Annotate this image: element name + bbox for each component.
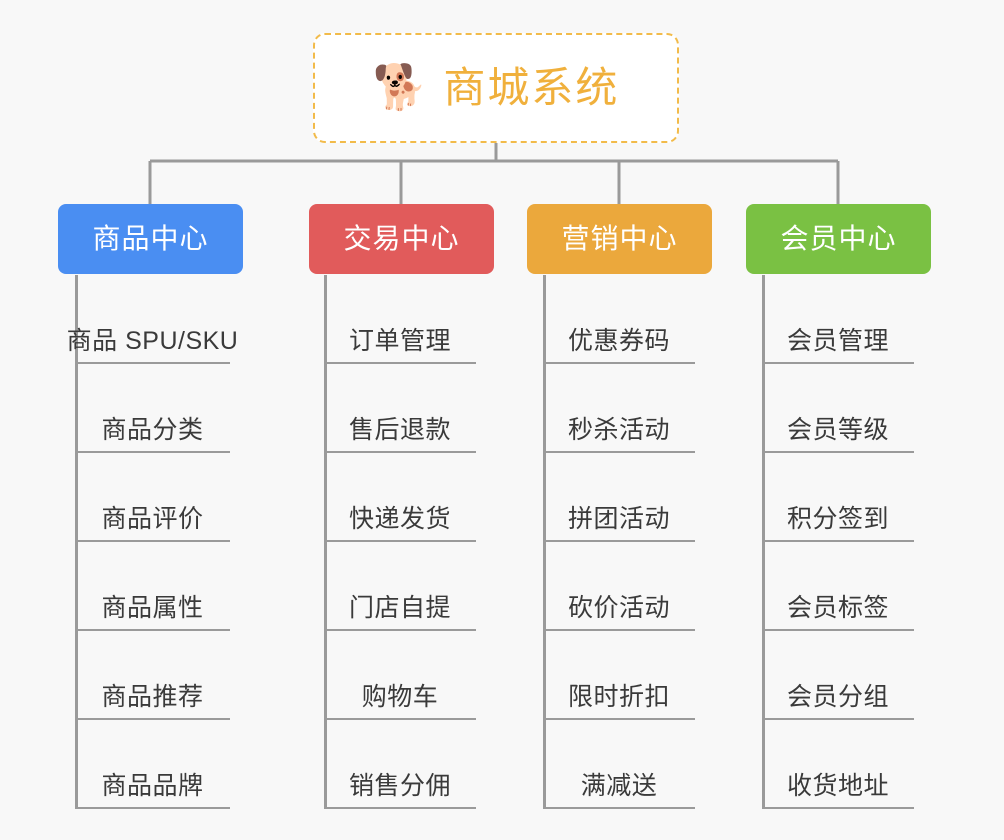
leaf-item-label: 商品推荐 — [101, 683, 204, 711]
leaf-column-4: 会员管理会员等级积分签到会员标签会员分组收货地址 — [762, 275, 914, 809]
leaf-item-label: 商品属性 — [101, 594, 204, 622]
category-box-2[interactable]: 交易中心 — [309, 204, 494, 274]
leaf-column-2: 订单管理售后退款快递发货门店自提购物车销售分佣 — [324, 275, 476, 809]
leaf-item-label: 订单管理 — [348, 327, 451, 355]
leaf-item[interactable]: 订单管理 — [324, 275, 476, 364]
category-label: 营销中心 — [561, 223, 678, 254]
leaf-item[interactable]: 商品分类 — [75, 364, 230, 453]
leaf-item[interactable]: 售后退款 — [324, 364, 476, 453]
leaf-item[interactable]: 积分签到 — [762, 453, 914, 542]
leaf-item-label: 会员分组 — [786, 683, 889, 711]
leaf-item[interactable]: 快递发货 — [324, 453, 476, 542]
leaf-item-label: 砍价活动 — [567, 594, 670, 622]
leaf-item[interactable]: 会员分组 — [762, 631, 914, 720]
leaf-item-label: 优惠券码 — [567, 327, 670, 355]
leaf-item-label: 秒杀活动 — [567, 416, 670, 444]
leaf-item[interactable]: 满减送 — [543, 720, 695, 809]
leaf-item-label: 商品评价 — [101, 505, 204, 533]
leaf-item[interactable]: 会员等级 — [762, 364, 914, 453]
leaf-item-label: 收货地址 — [786, 772, 889, 800]
leaf-item-label: 商品 SPU/SKU — [66, 327, 239, 355]
category-label: 会员中心 — [780, 223, 897, 254]
leaf-item[interactable]: 秒杀活动 — [543, 364, 695, 453]
category-label: 交易中心 — [343, 223, 460, 254]
column-spine — [75, 275, 78, 809]
leaf-item-label: 会员管理 — [786, 327, 889, 355]
leaf-item-label: 积分签到 — [786, 505, 889, 533]
leaf-item-label: 售后退款 — [348, 416, 451, 444]
leaf-item[interactable]: 会员标签 — [762, 542, 914, 631]
leaf-item[interactable]: 商品品牌 — [75, 720, 230, 809]
leaf-item[interactable]: 购物车 — [324, 631, 476, 720]
column-spine — [762, 275, 765, 809]
leaf-column-3: 优惠券码秒杀活动拼团活动砍价活动限时折扣满减送 — [543, 275, 695, 809]
leaf-item[interactable]: 优惠券码 — [543, 275, 695, 364]
leaf-item-label: 商品品牌 — [101, 772, 204, 800]
leaf-item[interactable]: 限时折扣 — [543, 631, 695, 720]
leaf-item-label: 限时折扣 — [567, 683, 670, 711]
leaf-item-label: 满减送 — [580, 772, 658, 800]
leaf-item-label: 商品分类 — [101, 416, 204, 444]
dog-face-icon: 🐕 — [372, 63, 428, 112]
leaf-item[interactable]: 销售分佣 — [324, 720, 476, 809]
leaf-item[interactable]: 商品推荐 — [75, 631, 230, 720]
leaf-item[interactable]: 砍价活动 — [543, 542, 695, 631]
leaf-item[interactable]: 会员管理 — [762, 275, 914, 364]
category-label: 商品中心 — [92, 223, 209, 254]
leaf-item-label: 销售分佣 — [348, 772, 451, 800]
leaf-item-label: 快递发货 — [348, 505, 451, 533]
leaf-item[interactable]: 商品 SPU/SKU — [67, 275, 238, 364]
leaf-item-label: 会员等级 — [786, 416, 889, 444]
root-title: 商城系统 — [443, 64, 620, 111]
leaf-item[interactable]: 商品属性 — [75, 542, 230, 631]
leaf-item[interactable]: 门店自提 — [324, 542, 476, 631]
leaf-item[interactable]: 拼团活动 — [543, 453, 695, 542]
column-spine — [324, 275, 327, 809]
root-node[interactable]: 🐕 商城系统 — [313, 33, 679, 143]
category-box-4[interactable]: 会员中心 — [746, 204, 931, 274]
leaf-item[interactable]: 收货地址 — [762, 720, 914, 809]
leaf-column-1: 商品 SPU/SKU 商品分类商品评价商品属性商品推荐商品品牌 — [67, 275, 238, 809]
leaf-item-label: 拼团活动 — [567, 505, 670, 533]
leaf-item-label: 门店自提 — [348, 594, 451, 622]
leaf-item[interactable]: 商品评价 — [75, 453, 230, 542]
leaf-item-label: 购物车 — [361, 683, 439, 711]
category-box-1[interactable]: 商品中心 — [58, 204, 243, 274]
column-spine — [543, 275, 546, 809]
category-box-3[interactable]: 营销中心 — [527, 204, 712, 274]
leaf-item-label: 会员标签 — [786, 594, 889, 622]
